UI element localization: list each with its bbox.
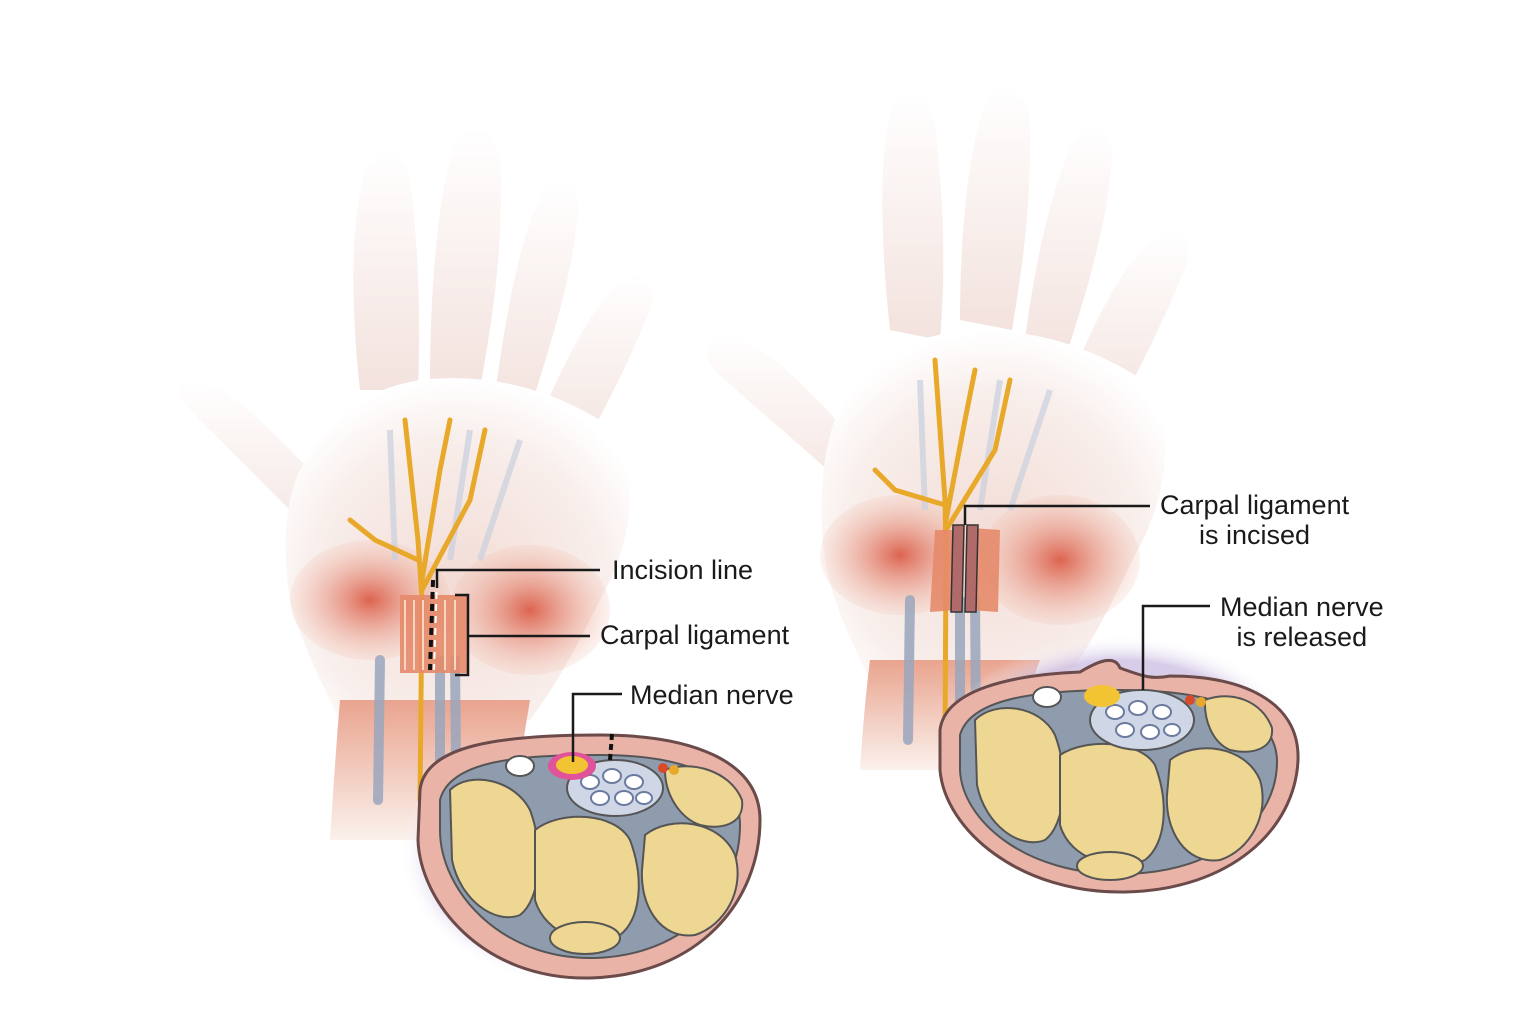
label-incision-line: Incision line: [612, 555, 754, 585]
label-line-2: is incised: [1199, 520, 1311, 550]
label-median-nerve-released: Median nerve is released: [1220, 592, 1384, 652]
left-wrist-cross-section: [400, 725, 762, 985]
left-leader-lines: [435, 568, 622, 762]
label-line-1: Carpal ligament: [1160, 490, 1350, 520]
label-carpal-ligament-incised: Carpal ligament is incised: [1160, 490, 1349, 550]
label-carpal-ligament: Carpal ligament: [600, 620, 790, 650]
label-line-1: Median nerve: [1220, 592, 1384, 622]
label-median-nerve: Median nerve: [630, 680, 794, 710]
label-line-2: is released: [1236, 622, 1368, 652]
right-wrist-cross-section: [935, 635, 1305, 894]
right-leader-lines: [963, 504, 1210, 690]
